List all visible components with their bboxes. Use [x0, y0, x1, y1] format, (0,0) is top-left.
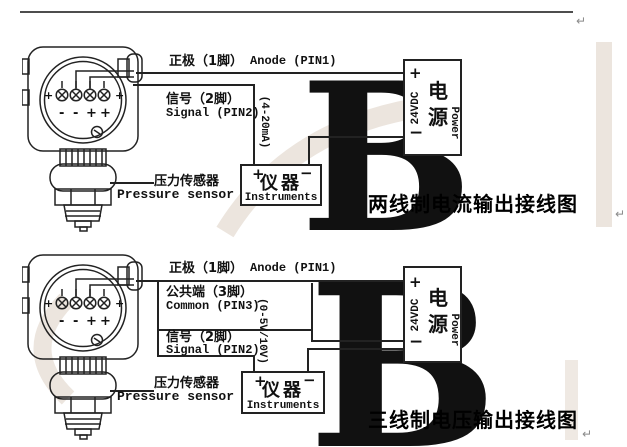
power-voltage-label: 24VDC: [410, 298, 422, 332]
sensor-label-en: Pressure sensor: [117, 187, 235, 202]
instruments-label-en: Instruments: [244, 192, 318, 204]
sensor-label-en: Pressure sensor: [117, 389, 235, 404]
signal-label-cn: 信号（2脚）: [166, 330, 241, 345]
sensor-label-cn: 压力传感器: [154, 376, 220, 391]
instruments-label-en: Instruments: [246, 400, 320, 412]
instruments-box: + − 仪器 Instruments: [241, 371, 325, 414]
signal-wire: [253, 84, 255, 166]
instrument-plus-terminal: +: [254, 372, 267, 390]
signal-range-label: (4-20mA): [258, 95, 270, 149]
power-minus-wire: [308, 136, 310, 166]
power-label-en: Power: [448, 106, 460, 140]
power-voltage-label: 24VDC: [410, 91, 422, 125]
diagram-caption-two-wire: 两线制电流输出接线图: [368, 192, 578, 216]
power-box: + − 24VDC 电源 Power: [403, 59, 462, 156]
common-label-en: Common (PIN3): [166, 299, 260, 313]
anode-label-cn: 正极（1脚）: [169, 261, 244, 276]
anode-label: 正极（1脚） Anode (PIN1): [169, 261, 337, 277]
signal-wire: [157, 355, 255, 357]
common-label-cn: 公共端（3脚）: [166, 285, 254, 300]
anode-label-cn: 正极（1脚）: [169, 54, 244, 69]
power-box: + − 24VDC 电源 Power: [403, 266, 462, 363]
power-plus-terminal: +: [409, 273, 422, 291]
watermark-curve: [33, 293, 75, 405]
sensor-pointer-line: [110, 182, 154, 184]
anode-label-en: Anode (PIN1): [250, 54, 337, 68]
anode-label: 正极（1脚） Anode (PIN1): [169, 54, 337, 70]
instruments-box: + − 仪器 Instruments: [240, 164, 322, 206]
signal-label-en: Signal (PIN2): [166, 106, 260, 120]
common-wire: [157, 282, 159, 357]
power-minus-terminal: −: [409, 332, 424, 352]
signal-range-label: (0-5V/10V): [256, 297, 268, 364]
pressure-sensor-drawing: [22, 253, 147, 441]
anode-wire: [136, 72, 404, 74]
instrument-plus-terminal: +: [252, 165, 265, 183]
power-minus-wire: [308, 136, 403, 138]
power-minus-wire: [309, 348, 403, 350]
signal-wire: [253, 355, 255, 373]
anode-label-en: Anode (PIN1): [250, 261, 337, 275]
power-minus-wire: [311, 340, 403, 342]
instrument-minus-terminal: −: [303, 371, 316, 389]
paragraph-mark: ↵: [615, 207, 626, 221]
common-wire: [157, 329, 313, 331]
instruments-label-cn: 仪器: [262, 380, 304, 401]
top-rule: [20, 11, 573, 13]
diagram-caption-three-wire: 三线制电压输出接线图: [368, 408, 578, 432]
power-minus-terminal: −: [409, 123, 424, 143]
signal-label-en: Signal (PIN2): [166, 343, 260, 357]
signal-wire: [133, 84, 254, 86]
paragraph-mark: ↵: [576, 14, 587, 28]
power-label-en: Power: [448, 313, 460, 347]
watermark-bar-2: [565, 360, 578, 440]
power-plus-terminal: +: [409, 64, 422, 82]
pressure-sensor-drawing: [22, 45, 147, 233]
common-wire: [311, 283, 313, 342]
instrument-minus-wire: [307, 348, 309, 373]
instruments-label-cn: 仪器: [260, 173, 302, 194]
paragraph-mark: ↵: [582, 427, 593, 441]
power-label-cn: 电源: [428, 79, 448, 129]
watermark-bar: [596, 42, 612, 227]
signal-label-cn: 信号（2脚）: [166, 92, 241, 107]
instrument-minus-terminal: −: [300, 164, 313, 182]
power-label-cn: 电源: [428, 286, 448, 336]
anode-wire: [136, 280, 404, 282]
sensor-label-cn: 压力传感器: [154, 174, 220, 189]
sensor-pointer-line: [110, 390, 154, 392]
